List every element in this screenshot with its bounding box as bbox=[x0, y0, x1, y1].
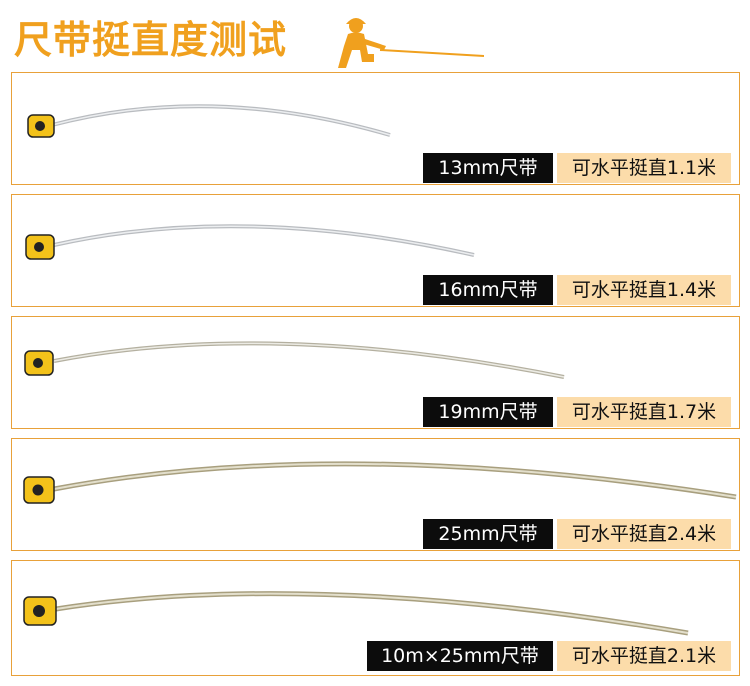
test-panel-25mm: 25mm尺带 可水平挺直2.4米 bbox=[11, 438, 740, 551]
tape-measure-illustration bbox=[23, 591, 689, 636]
test-panel-19mm: 19mm尺带 可水平挺直1.7米 bbox=[11, 316, 740, 429]
fisherman-icon bbox=[338, 18, 484, 68]
tape-measure-illustration bbox=[27, 104, 391, 138]
result-label: 可水平挺直1.4米 bbox=[557, 275, 731, 305]
tape-measure-illustration bbox=[23, 461, 737, 504]
test-panel-13mm: 13mm尺带 可水平挺直1.1米 bbox=[11, 72, 740, 185]
result-label: 可水平挺直1.7米 bbox=[557, 397, 731, 427]
tape-size-label: 16mm尺带 bbox=[423, 275, 553, 305]
tape-measure-illustration bbox=[25, 224, 475, 260]
test-panel-10m-25mm: 10m×25mm尺带 可水平挺直2.1米 bbox=[11, 560, 740, 676]
tape-size-label: 19mm尺带 bbox=[423, 397, 553, 427]
tape-size-label: 10m×25mm尺带 bbox=[367, 641, 553, 671]
header: 尺带挺直度测试 bbox=[0, 0, 750, 72]
result-label: 可水平挺直2.1米 bbox=[557, 641, 731, 671]
tape-size-label: 13mm尺带 bbox=[423, 153, 553, 183]
test-panel-16mm: 16mm尺带 可水平挺直1.4米 bbox=[11, 194, 740, 307]
tape-size-label: 25mm尺带 bbox=[423, 519, 553, 549]
page-title: 尺带挺直度测试 bbox=[14, 18, 288, 62]
result-label: 可水平挺直2.4米 bbox=[557, 519, 731, 549]
result-label: 可水平挺直1.1米 bbox=[557, 153, 731, 183]
tape-measure-illustration bbox=[24, 341, 565, 379]
